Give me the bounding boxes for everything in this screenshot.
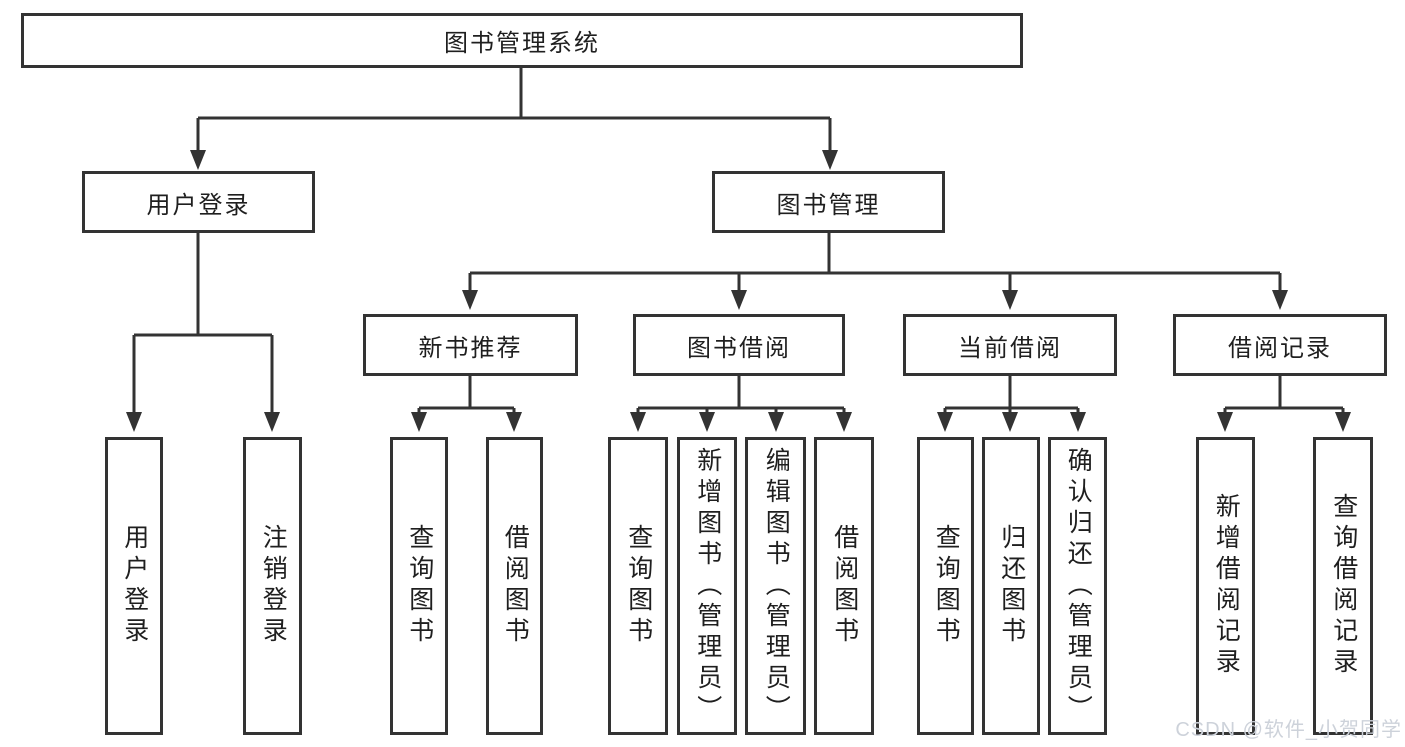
- connector-lines: [132, 68, 1345, 414]
- csdn-watermark: CSDN @软件_小贺同学: [1175, 719, 1402, 741]
- node-label: 注销登录: [259, 524, 288, 648]
- leaf-query-books-current: 查询图书: [917, 437, 974, 735]
- node-label: 图书借阅: [687, 334, 791, 362]
- leaf-add-borrow-record: 新增借阅记录: [1196, 437, 1255, 735]
- node-label: 借阅图书: [830, 524, 859, 648]
- node-label: 借阅记录: [1228, 334, 1332, 362]
- node-label: 借阅图书: [501, 524, 530, 648]
- leaf-add-book-admin: 新增图书（管理员）: [677, 437, 737, 735]
- node-label: 新增图书（管理员）: [693, 446, 722, 726]
- node-label: 编辑图书（管理员）: [762, 446, 791, 726]
- node-label: 新增借阅记录: [1212, 493, 1241, 679]
- node-label: 用户登录: [146, 191, 251, 219]
- leaf-query-books-borrowing: 查询图书: [608, 437, 668, 735]
- node-user-login: 用户登录: [82, 171, 315, 233]
- node-label: 归还图书: [997, 524, 1026, 648]
- node-label: 查询图书: [405, 524, 434, 648]
- node-label: 查询图书: [932, 524, 961, 648]
- leaf-borrow-books-borrowing: 借阅图书: [814, 437, 874, 735]
- node-label: 新书推荐: [418, 334, 523, 362]
- node-label: 图书管理: [776, 191, 881, 219]
- node-label: 查询借阅记录: [1329, 493, 1358, 679]
- node-borrowing-records: 借阅记录: [1173, 314, 1387, 376]
- leaf-query-borrow-record: 查询借阅记录: [1313, 437, 1373, 735]
- node-book-borrowing: 图书借阅: [633, 314, 845, 376]
- node-label: 图书管理系统: [444, 30, 600, 57]
- node-new-book-recommendation: 新书推荐: [363, 314, 578, 376]
- leaf-borrow-books-recommend: 借阅图书: [486, 437, 543, 735]
- connector-arrowheads: [126, 150, 1351, 432]
- node-label: 用户登录: [120, 524, 149, 648]
- leaf-confirm-return-admin: 确认归还（管理员）: [1048, 437, 1107, 735]
- node-book-management: 图书管理: [712, 171, 945, 233]
- leaf-return-book: 归还图书: [982, 437, 1040, 735]
- leaf-user-login: 用户登录: [105, 437, 163, 735]
- node-label: 当前借阅: [958, 334, 1062, 362]
- leaf-logout: 注销登录: [243, 437, 302, 735]
- node-current-borrowing: 当前借阅: [903, 314, 1117, 376]
- node-root-library-system: 图书管理系统: [21, 13, 1023, 68]
- node-label: 确认归还（管理员）: [1064, 446, 1093, 726]
- leaf-edit-book-admin: 编辑图书（管理员）: [745, 437, 806, 735]
- leaf-query-books-recommend: 查询图书: [390, 437, 448, 735]
- node-label: 查询图书: [624, 524, 653, 648]
